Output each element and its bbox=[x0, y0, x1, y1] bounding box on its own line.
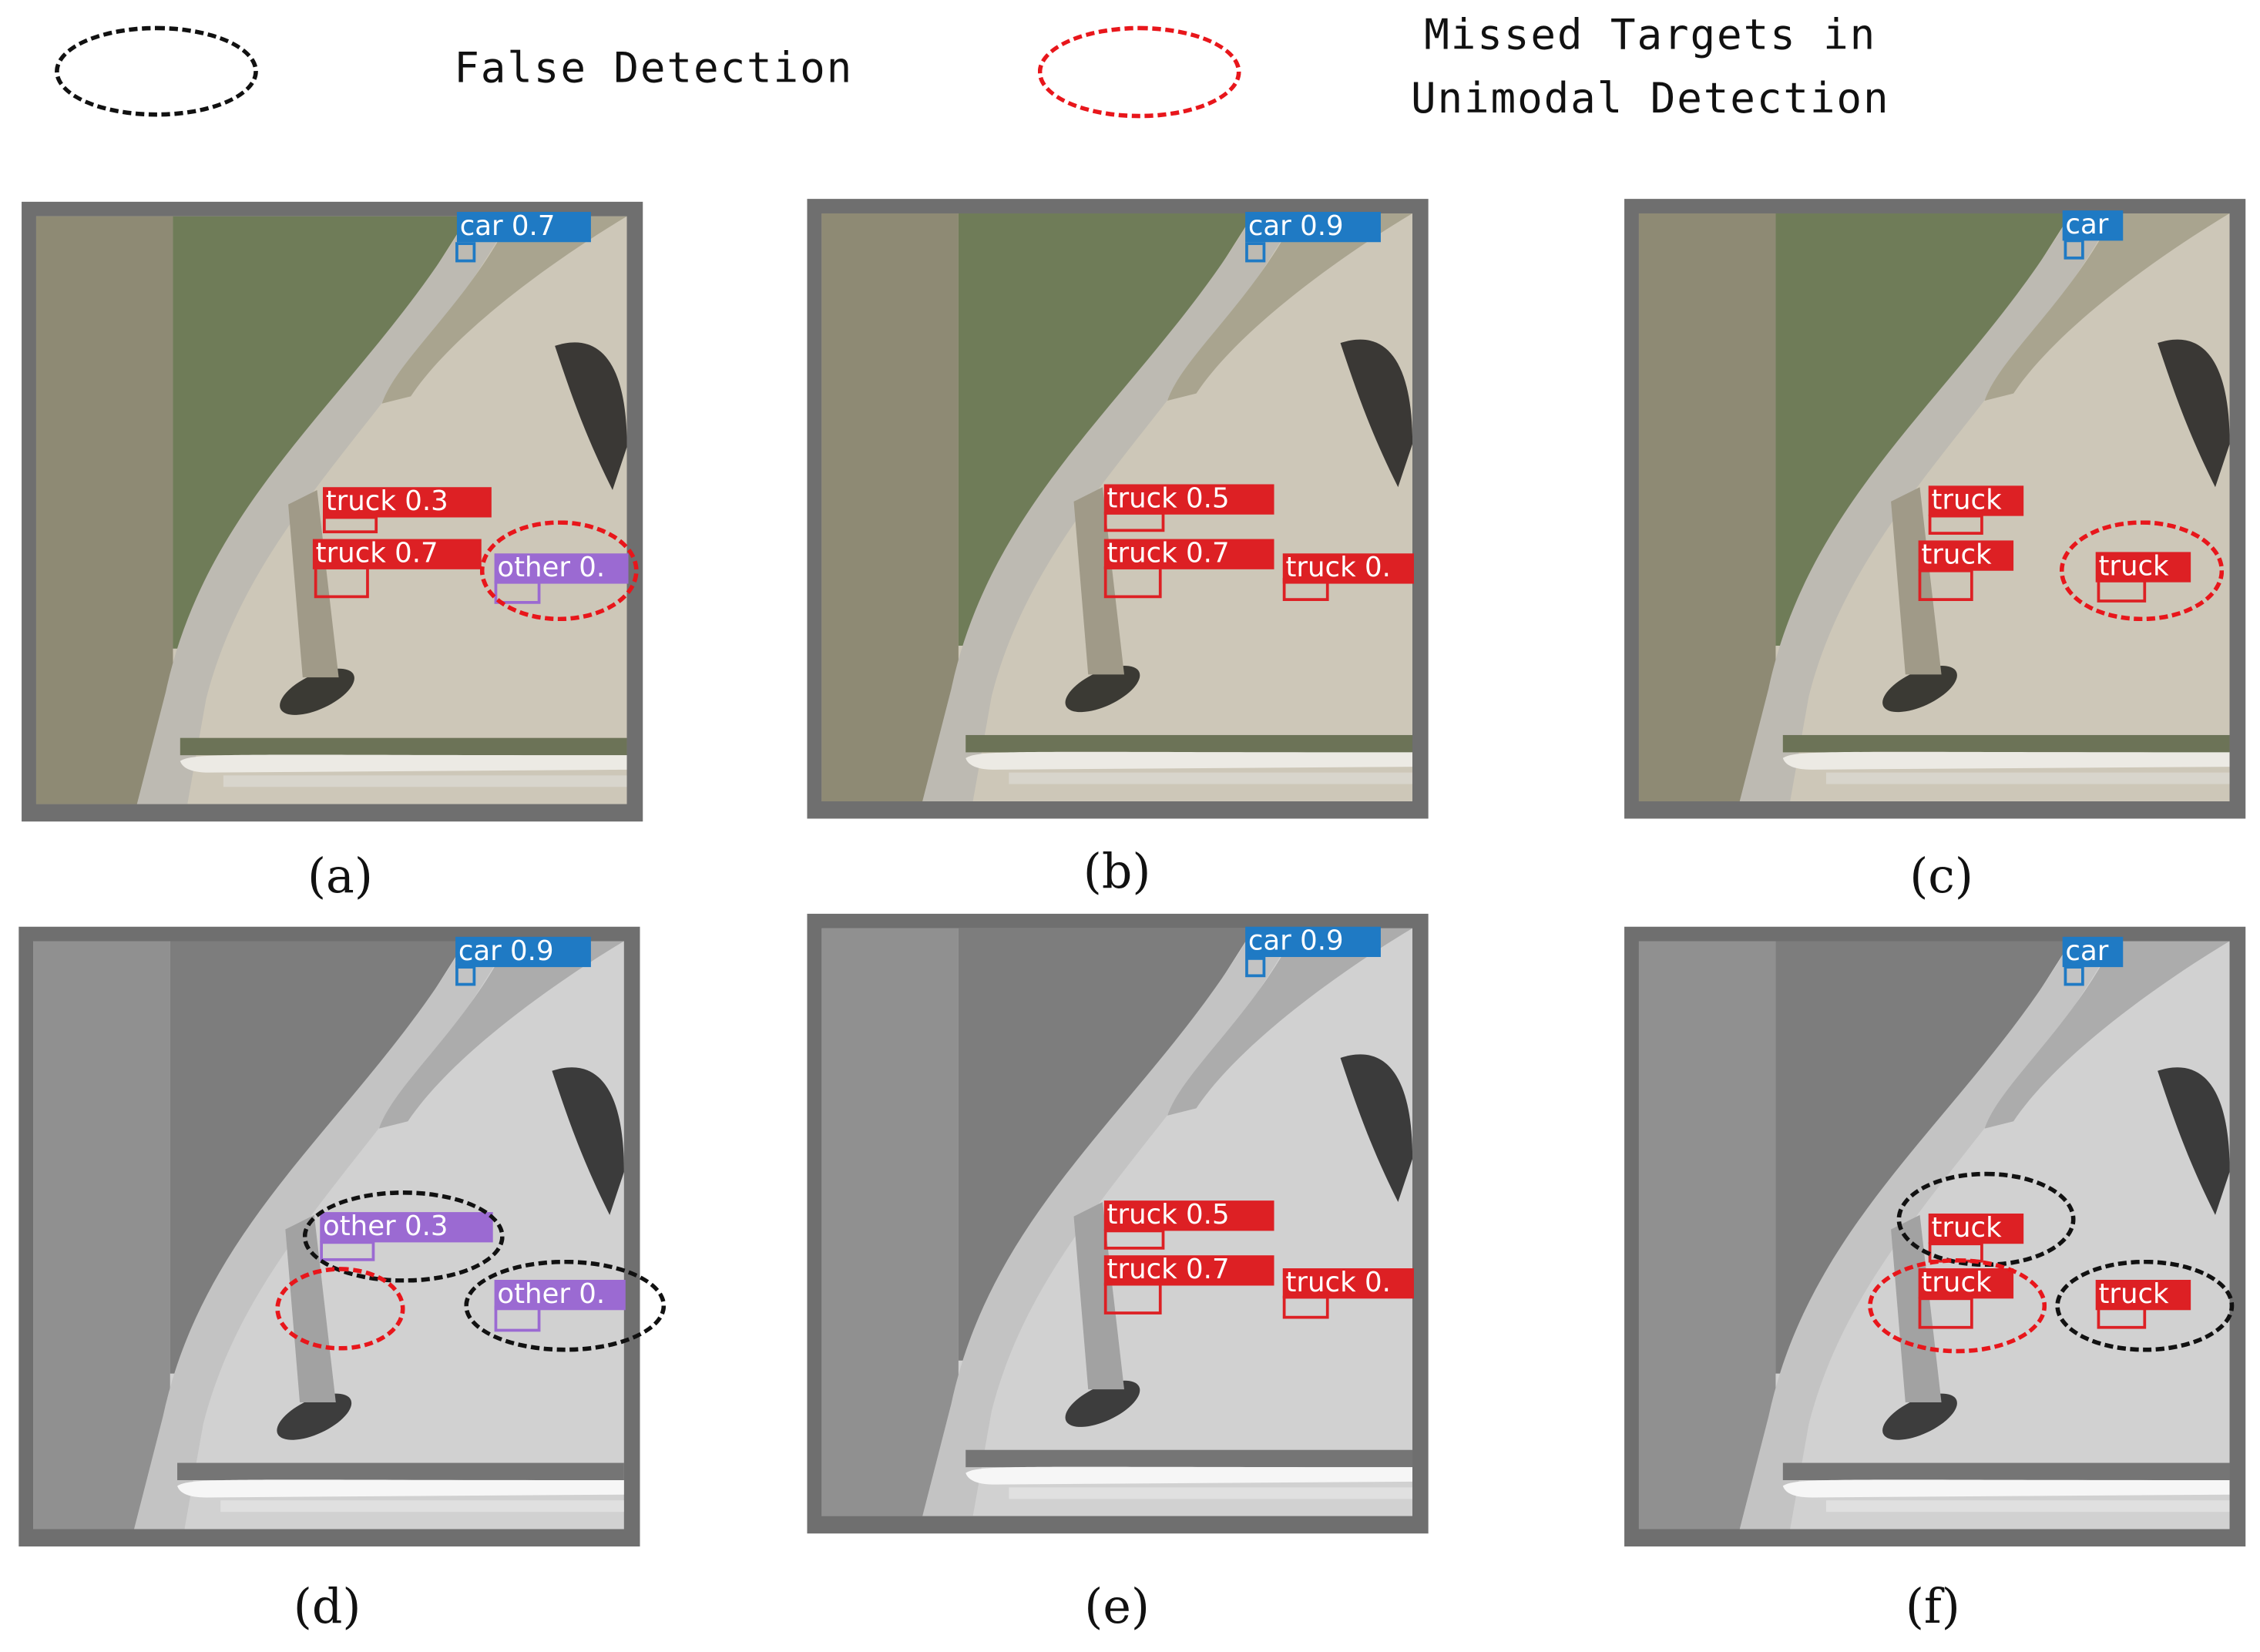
bounding-box-truck bbox=[1928, 514, 1983, 535]
detection-label-car: car 0.9 bbox=[1245, 211, 1381, 243]
panel-d: car 0.9 other 0.3 other 0. bbox=[18, 926, 667, 1547]
bounding-box-other bbox=[494, 1305, 541, 1332]
bounding-box-truck bbox=[1282, 578, 1329, 601]
bounding-box-car bbox=[455, 242, 476, 263]
panel-caption: (f) bbox=[1905, 1578, 1960, 1635]
detection-label-truck: truck bbox=[1928, 485, 2024, 516]
bounding-box-truck bbox=[1928, 1242, 1983, 1263]
panel-f: car truck truck truck bbox=[1624, 926, 2246, 1547]
detection-label-truck: truck bbox=[1918, 540, 2014, 571]
bounding-box-truck bbox=[1103, 1282, 1162, 1315]
detection-label-car: car 0.7 bbox=[456, 211, 591, 243]
detection-label-car: car 0.9 bbox=[1245, 926, 1381, 958]
legend-missed-line2: Unimodal Detection bbox=[1410, 73, 1890, 123]
panel-caption: (c) bbox=[1909, 847, 1973, 904]
image-infrared bbox=[33, 941, 624, 1529]
detection-label-truck: truck 0. bbox=[1282, 1268, 1414, 1299]
bounding-box-truck bbox=[314, 566, 369, 599]
image-rgb bbox=[35, 216, 627, 804]
bounding-box-other bbox=[320, 1241, 375, 1261]
bounding-box-car bbox=[455, 965, 476, 986]
panel-b: car 0.9 truck 0.5 truck 0.7 truck 0. bbox=[807, 199, 1429, 819]
detection-label-truck: truck bbox=[1918, 1268, 2014, 1299]
detection-label-truck: truck bbox=[2095, 1280, 2191, 1311]
detection-label-car: car 0.9 bbox=[455, 936, 591, 968]
aerial-image bbox=[35, 216, 627, 804]
panel-caption: (b) bbox=[1083, 843, 1151, 900]
detection-label-truck: truck 0.5 bbox=[1103, 484, 1274, 515]
panel-a: car 0.7 truck 0.3 truck 0.7 other 0. bbox=[22, 201, 643, 822]
panel-e: car 0.9 truck 0.5 truck 0.7 truck 0. bbox=[807, 913, 1429, 1534]
bounding-box-truck bbox=[1918, 569, 1973, 601]
panel-caption: (d) bbox=[293, 1578, 361, 1635]
detection-label-other: other 0. bbox=[494, 553, 629, 584]
legend-missed-line1: Missed Targets in bbox=[1424, 10, 1877, 59]
bounding-box-car bbox=[1245, 957, 1266, 978]
bounding-box-truck bbox=[1282, 1295, 1329, 1319]
legend-false-detection-label: False Detection bbox=[454, 43, 854, 92]
detection-label-truck: truck 0.7 bbox=[312, 539, 482, 569]
bounding-box-car bbox=[2064, 965, 2084, 986]
bounding-box-other bbox=[494, 580, 541, 604]
bounding-box-car bbox=[1245, 242, 1266, 263]
detection-label-other: other 0.3 bbox=[320, 1212, 493, 1243]
aerial-image bbox=[821, 928, 1413, 1516]
panel-caption: (e) bbox=[1084, 1578, 1150, 1635]
bounding-box-truck bbox=[322, 515, 378, 534]
detection-label-truck: truck 0.5 bbox=[1103, 1200, 1274, 1231]
detection-label-other: other 0. bbox=[494, 1280, 626, 1311]
legend-false-detection-ellipse bbox=[55, 25, 258, 117]
detection-label-car: car bbox=[2062, 210, 2124, 241]
detection-label-car: car bbox=[2062, 936, 2124, 968]
bounding-box-truck bbox=[2097, 579, 2147, 603]
bounding-box-truck bbox=[1103, 1229, 1165, 1250]
bounding-box-car bbox=[2064, 239, 2084, 260]
legend-missed-target-ellipse bbox=[1037, 25, 1241, 119]
image-infrared bbox=[821, 928, 1413, 1516]
detection-label-truck: truck 0.7 bbox=[1103, 539, 1274, 569]
panel-caption: (a) bbox=[307, 847, 373, 904]
detection-label-truck: truck bbox=[1928, 1213, 2024, 1244]
detection-label-truck: truck 0. bbox=[1282, 553, 1414, 584]
bounding-box-truck bbox=[2097, 1305, 2147, 1329]
detection-label-truck: truck bbox=[2095, 552, 2191, 583]
bounding-box-truck bbox=[1918, 1297, 1973, 1329]
legend-missed-target-label: Missed Targets in Unimodal Detection bbox=[1405, 3, 1896, 130]
bounding-box-truck bbox=[1103, 512, 1165, 532]
detection-label-truck: truck 0.7 bbox=[1103, 1255, 1274, 1286]
aerial-image bbox=[1638, 941, 2230, 1529]
bounding-box-truck bbox=[1103, 566, 1162, 599]
panel-c: car truck truck truck bbox=[1624, 199, 2246, 819]
image-infrared bbox=[1638, 941, 2230, 1529]
detection-label-truck: truck 0.3 bbox=[322, 487, 492, 518]
aerial-image bbox=[33, 941, 624, 1529]
